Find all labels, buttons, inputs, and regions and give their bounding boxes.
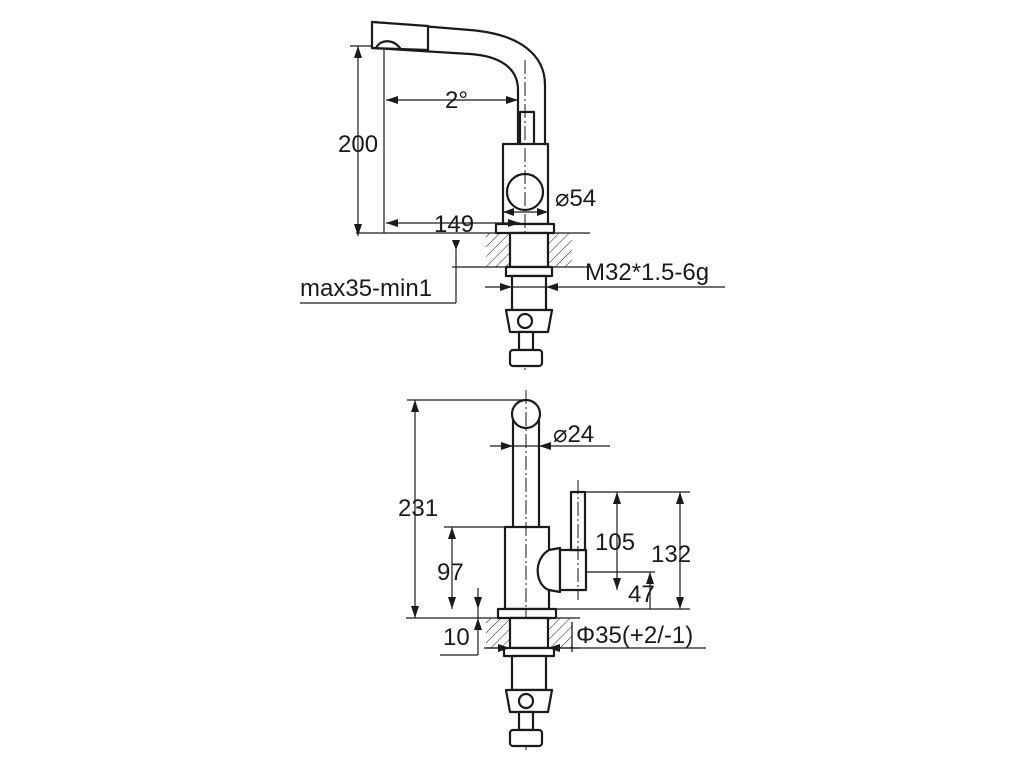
label-spout-height: 200 bbox=[338, 131, 378, 158]
front-countertop-hatch-right bbox=[548, 618, 572, 648]
label-mount-thickness: max35-min1 bbox=[300, 275, 432, 302]
spout-tip bbox=[370, 20, 430, 52]
handle-cartridge bbox=[558, 548, 588, 592]
hose-stem bbox=[517, 330, 535, 352]
countertop-hatch-left bbox=[486, 233, 510, 267]
label-thread: M32*1.5-6g bbox=[585, 259, 709, 286]
label-handle-offset: 47 bbox=[628, 581, 655, 608]
front-base-ring bbox=[496, 607, 558, 620]
handle-hub bbox=[536, 546, 562, 594]
label-base-thickness: 10 bbox=[443, 624, 470, 651]
label-handle-total: 132 bbox=[651, 541, 691, 568]
connector-hex bbox=[504, 308, 554, 334]
label-swivel-angle: 2° bbox=[445, 87, 468, 114]
mount-shank bbox=[508, 231, 550, 269]
front-mount-nut bbox=[510, 654, 548, 692]
label-body-diameter: ⌀54 bbox=[555, 185, 596, 212]
label-total-height: 231 bbox=[398, 495, 438, 522]
front-connector-hex bbox=[504, 688, 554, 714]
label-handle-top: 105 bbox=[595, 529, 635, 556]
front-elevation-view: ⌀24 231 105 132 97 47 10 Φ35(+2/-1) bbox=[398, 390, 706, 750]
mount-nut bbox=[510, 274, 548, 312]
label-lever-diameter: ⌀24 bbox=[553, 421, 594, 448]
aerator-mouth bbox=[374, 40, 402, 50]
countertop-hatch-right bbox=[548, 233, 572, 267]
label-reach: 149 bbox=[434, 211, 474, 238]
side-elevation-view: 200 2° ⌀54 149 max35-min1 M32*1.5-6g bbox=[300, 20, 725, 370]
label-body-height: 97 bbox=[437, 559, 464, 586]
spout-inner-contour bbox=[370, 46, 520, 148]
mount-washer bbox=[504, 265, 554, 278]
front-mount-washer bbox=[502, 646, 556, 658]
hose-fitting bbox=[508, 348, 544, 368]
spout-outer-contour bbox=[370, 20, 547, 148]
connector-bore bbox=[516, 312, 534, 330]
front-countertop-hatch-left bbox=[486, 618, 510, 648]
front-hose-stem bbox=[517, 710, 535, 732]
label-hole-diameter: Φ35(+2/-1) bbox=[576, 622, 693, 649]
front-mount-shank bbox=[508, 616, 550, 650]
front-hose-fitting bbox=[508, 728, 544, 748]
lever-stem bbox=[518, 110, 536, 150]
